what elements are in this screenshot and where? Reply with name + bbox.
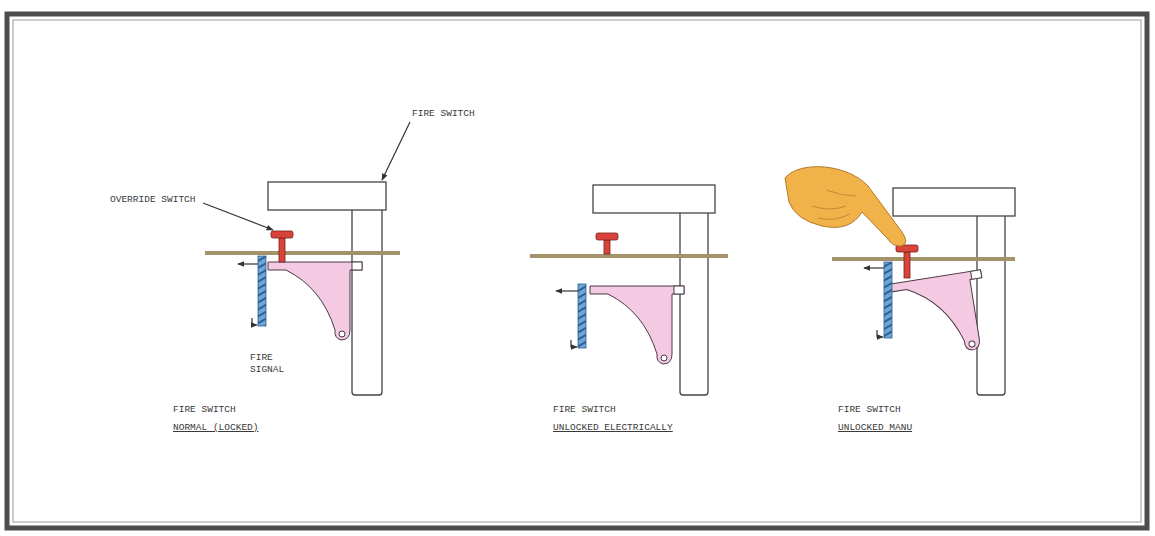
- panel-normal: [203, 122, 410, 395]
- caption-line: FIRE SWITCH: [838, 404, 901, 416]
- frame-inner: [13, 20, 1141, 522]
- panel-unlocked-manually: [785, 167, 1015, 395]
- signal-label: FIRE SIGNAL: [250, 352, 294, 376]
- caption-line: UNLOCKED ELECTRICALLY: [553, 422, 673, 434]
- caption-line: FIRE SWITCH: [553, 404, 616, 416]
- frame: [7, 14, 1147, 528]
- callout-label: FIRE SWITCH: [412, 108, 475, 120]
- callout-label: OVERRIDE SWITCH: [110, 194, 196, 206]
- caption-line: FIRE SWITCH: [173, 404, 236, 416]
- panel-unlocked-electrically: [530, 185, 728, 395]
- caption-line: UNLOCKED MANU: [838, 422, 912, 434]
- caption-line: NORMAL (LOCKED): [173, 422, 259, 434]
